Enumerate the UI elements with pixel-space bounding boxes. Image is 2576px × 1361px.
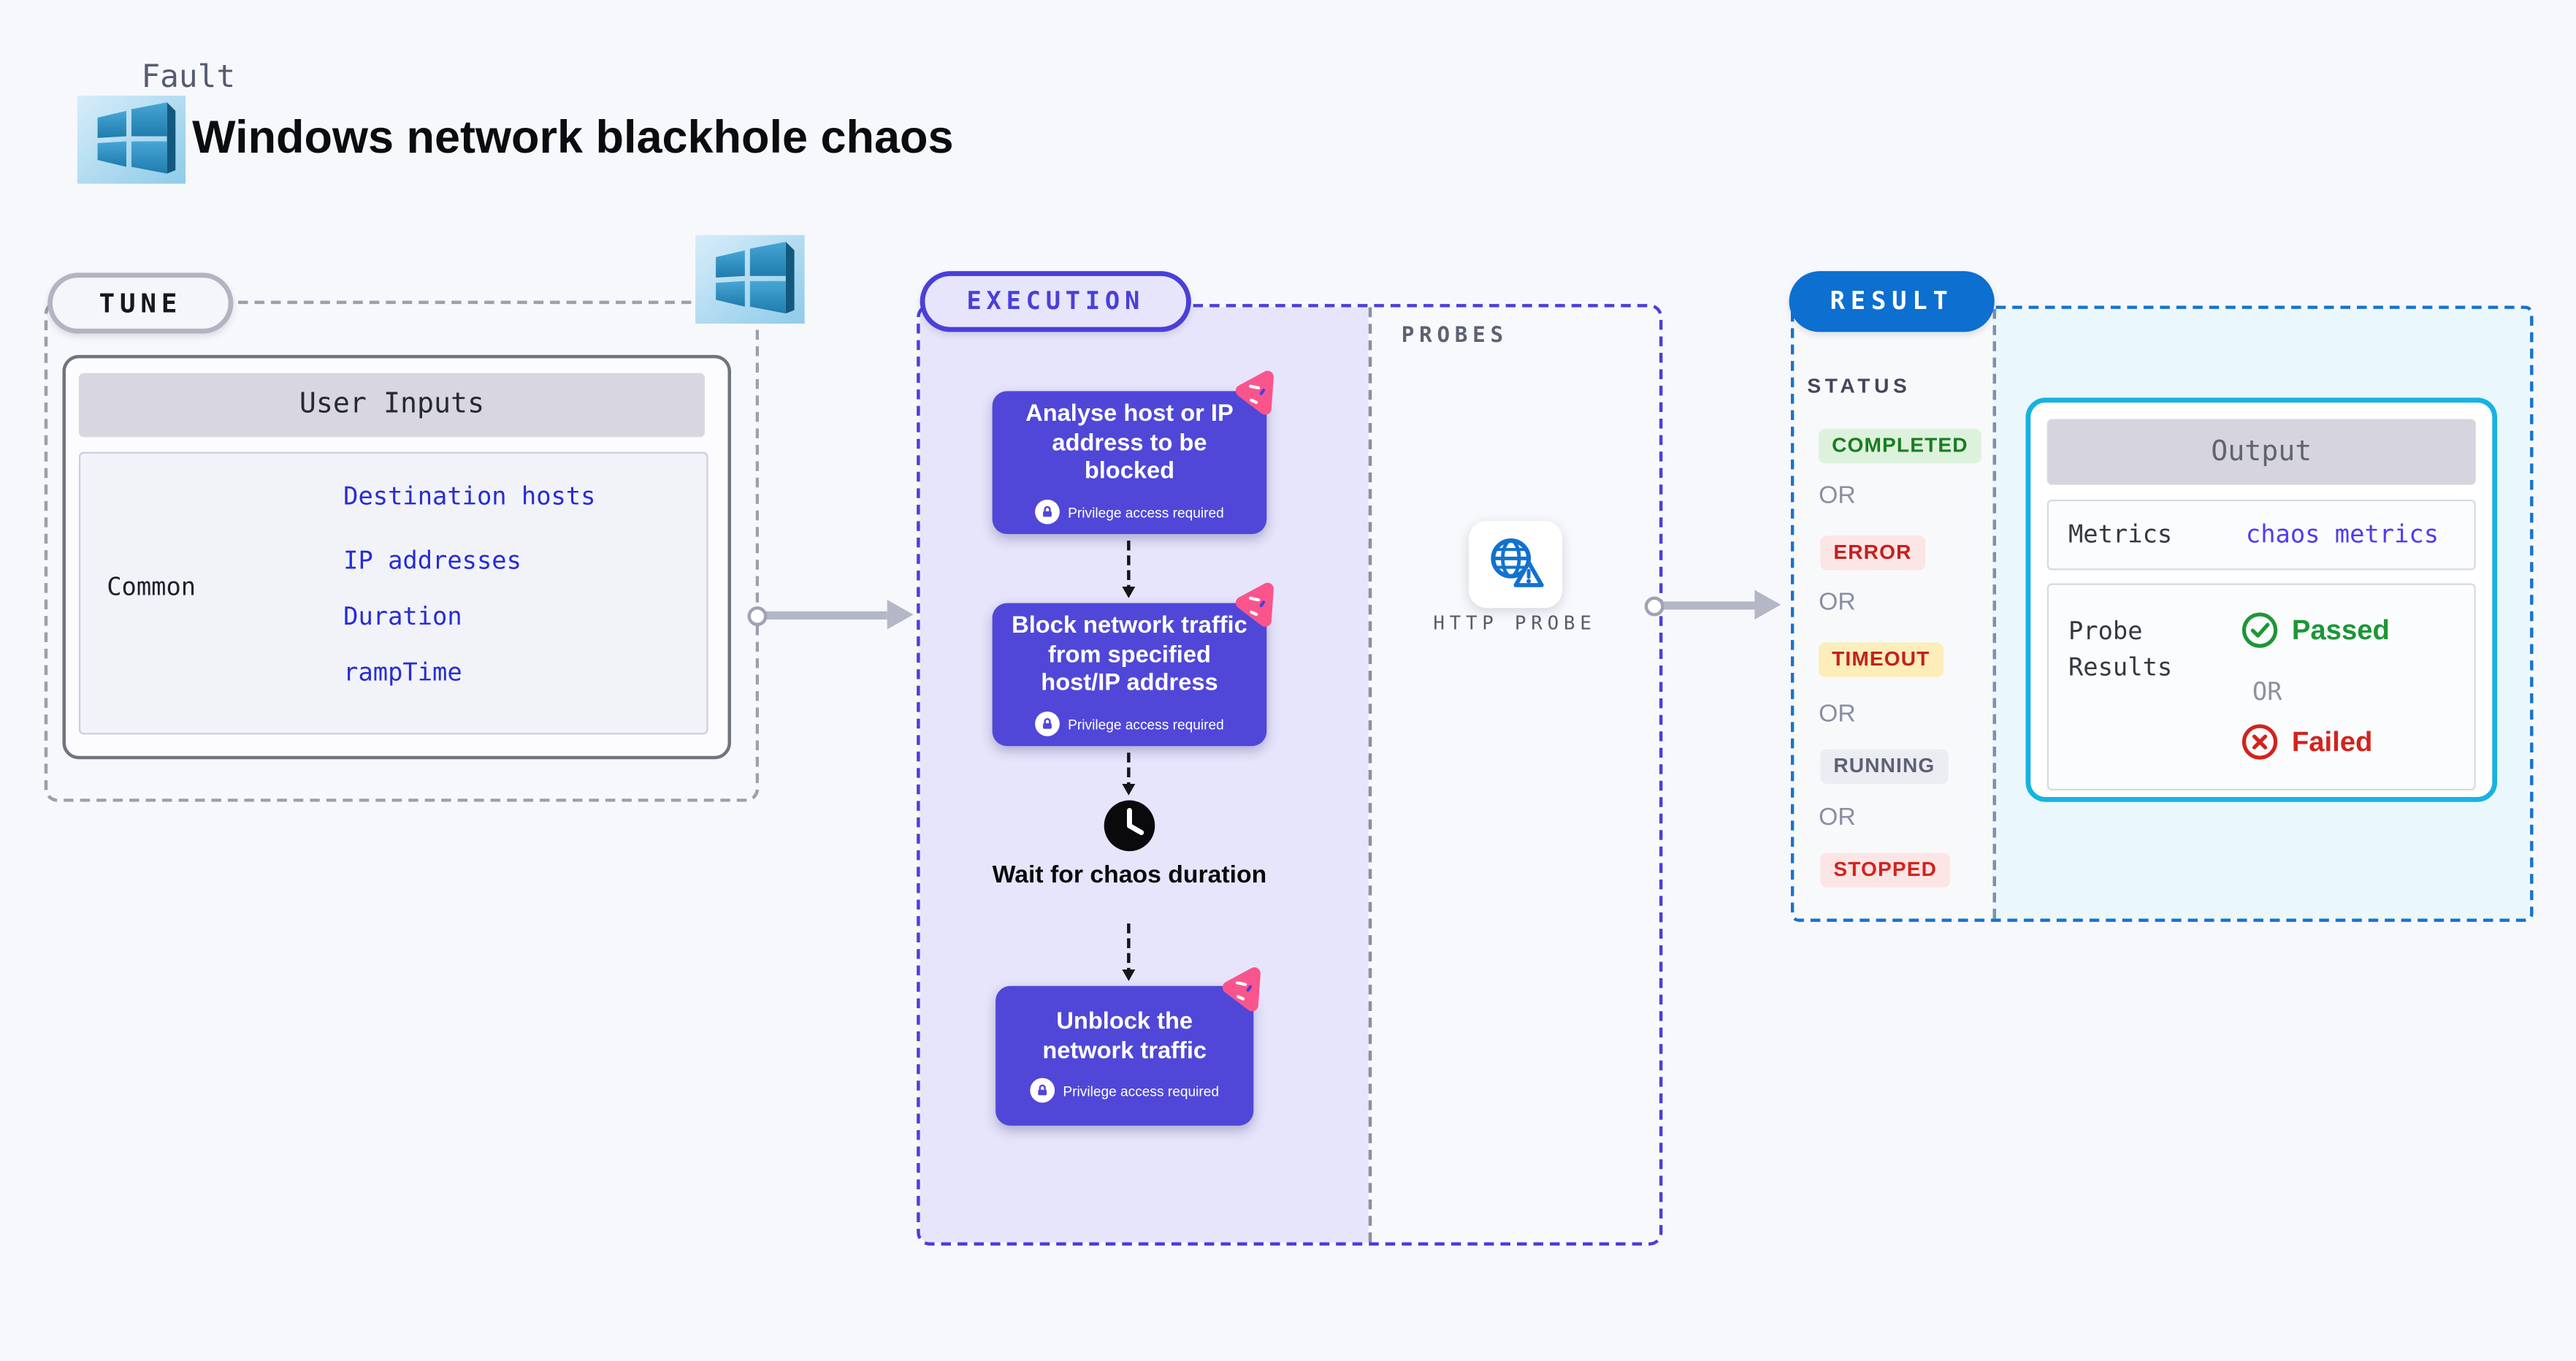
verdict-passed: Passed xyxy=(2241,611,2390,649)
or-separator: OR xyxy=(1819,700,1856,728)
link-ramptime[interactable]: rampTime xyxy=(343,657,462,687)
status-badge-error: ERROR xyxy=(1820,535,1925,571)
or-separator: OR xyxy=(1819,481,1856,510)
privilege-badge: Privilege access required xyxy=(1035,500,1224,525)
or-separator: OR xyxy=(1819,803,1856,832)
privilege-badge-label: Privilege access required xyxy=(1068,504,1224,521)
result-pill: RESULT xyxy=(1789,271,1995,332)
or-separator: OR xyxy=(1819,588,1856,617)
chaos-sticker-icon xyxy=(1222,967,1261,1012)
lock-icon xyxy=(1035,500,1060,525)
metrics-row: Metrics chaos metrics xyxy=(2046,499,2476,571)
lock-icon xyxy=(1030,1078,1055,1104)
node-title: Block network traffic from specified hos… xyxy=(1012,612,1247,698)
connector-tune-to-execution xyxy=(747,600,914,630)
passed-label: Passed xyxy=(2291,614,2390,645)
output-header: Output xyxy=(2046,419,2476,485)
tune-section-box xyxy=(44,300,760,802)
status-badge-completed: COMPLETED xyxy=(1819,429,1981,464)
http-probe-label: HTTP PROBE xyxy=(1433,611,1597,635)
or-separator: OR xyxy=(2252,676,2282,707)
execution-pill: EXECUTION xyxy=(920,271,1191,332)
chaos-sticker-icon xyxy=(1235,370,1274,415)
chaos-sticker-icon xyxy=(1235,582,1274,627)
windows-logo-icon xyxy=(77,95,186,184)
node-title: Analyse host or IP address to be blocked xyxy=(1025,400,1234,486)
user-inputs-body xyxy=(78,451,708,735)
tune-pill: TUNE xyxy=(47,272,234,334)
common-row-label: Common xyxy=(107,571,196,602)
flow-arrow xyxy=(1122,541,1136,598)
check-circle-icon xyxy=(2241,612,2278,648)
probes-label: PROBES xyxy=(1401,324,1508,348)
link-destination-hosts[interactable]: Destination hosts xyxy=(343,481,596,511)
output-card: Output Metrics chaos metrics Probe Resul… xyxy=(2025,397,2498,802)
x-circle-icon xyxy=(2241,724,2278,760)
node-title: Unblock the network traffic xyxy=(1042,1008,1207,1064)
privilege-badge: Privilege access required xyxy=(1030,1078,1220,1104)
status-badge-running: RUNNING xyxy=(1820,749,1949,784)
http-probe-card[interactable] xyxy=(1468,521,1563,609)
verdict-failed: Failed xyxy=(2241,723,2372,761)
user-inputs-header: User Inputs xyxy=(78,373,705,438)
probe-results-row: Probe Results Passed OR Failed xyxy=(2046,583,2476,790)
node-analyse-host[interactable]: Analyse host or IP address to be blocked… xyxy=(992,391,1267,535)
node-unblock-traffic[interactable]: Unblock the network traffic Privilege ac… xyxy=(995,986,1254,1126)
wait-node-label: Wait for chaos duration xyxy=(992,861,1267,889)
windows-logo-icon-small xyxy=(695,235,805,324)
chaos-metrics-link[interactable]: chaos metrics xyxy=(2245,519,2439,549)
flow-arrow xyxy=(1122,752,1136,796)
lock-icon xyxy=(1035,712,1060,737)
link-ip-addresses[interactable]: IP addresses xyxy=(343,545,521,576)
page-title: Windows network blackhole chaos xyxy=(192,111,954,163)
status-column xyxy=(1794,308,1993,919)
node-block-traffic[interactable]: Block network traffic from specified hos… xyxy=(992,603,1267,747)
status-heading: STATUS xyxy=(1807,374,1911,398)
status-badge-timeout: TIMEOUT xyxy=(1819,642,1944,677)
globe-warning-icon xyxy=(1490,537,1543,587)
clock-icon xyxy=(1104,800,1155,852)
probe-results-label: Probe Results xyxy=(2068,616,2173,682)
privilege-badge: Privilege access required xyxy=(1035,712,1224,737)
flow-arrow xyxy=(1122,923,1136,981)
link-duration[interactable]: Duration xyxy=(343,601,462,631)
connector-execution-to-result xyxy=(1644,590,1781,620)
fault-kicker: Fault xyxy=(141,58,236,96)
privilege-badge-label: Privilege access required xyxy=(1063,1083,1220,1099)
failed-label: Failed xyxy=(2291,725,2373,757)
probes-section-box xyxy=(1368,307,1659,1243)
metrics-label: Metrics xyxy=(2068,519,2173,549)
privilege-badge-label: Privilege access required xyxy=(1068,716,1224,733)
status-badge-stopped: STOPPED xyxy=(1820,853,1951,888)
